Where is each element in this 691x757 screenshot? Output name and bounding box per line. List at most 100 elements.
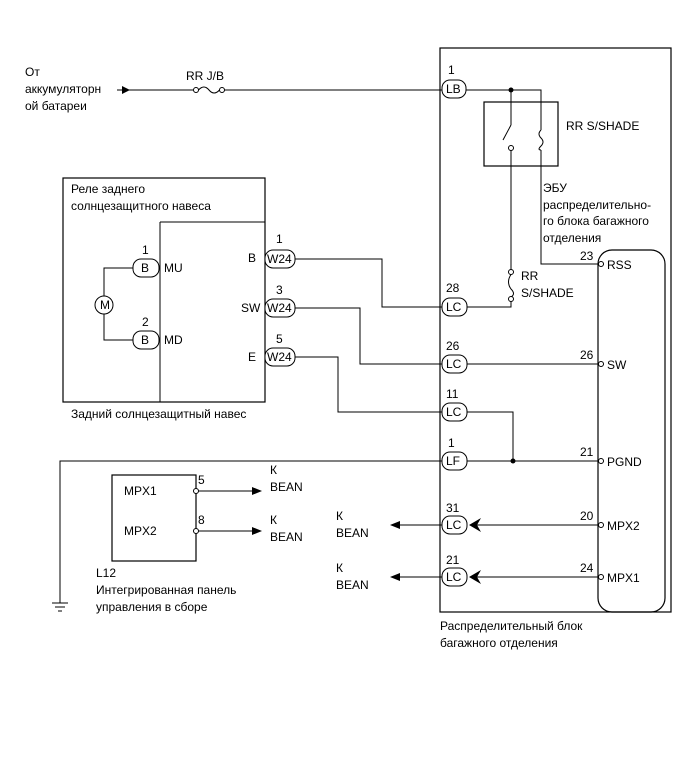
- panel-pin-mpx2-name: MPX2: [124, 524, 157, 538]
- relay-b-connector-2: [132, 330, 160, 350]
- relay-w24-sw-conn: W24: [267, 301, 292, 315]
- jb-lc31-num: 31: [446, 501, 460, 515]
- ecu-pin-rss-num: 23: [580, 249, 594, 263]
- switch-label-line2: S/SHADE: [521, 286, 574, 300]
- jb-lc21-conn: LC: [446, 570, 462, 584]
- switch-label-line1: RR: [521, 269, 539, 283]
- bean-label-lc31: BEAN: [336, 526, 369, 540]
- sunshade-relay-box: [62, 177, 266, 403]
- panel-mpx1-arrow: [252, 487, 262, 495]
- ecu-pin-mpx2-terminal: [598, 522, 604, 528]
- panel-caption-line2: управления в сборе: [96, 600, 208, 614]
- panel-pin-mpx1-num: 5: [198, 473, 205, 487]
- panel-pin-mpx1-name: MPX1: [124, 484, 157, 498]
- battery-arrow: [122, 86, 130, 94]
- source-text-line2: аккумуляторн: [25, 82, 101, 96]
- panel-id: L12: [96, 566, 116, 580]
- jb-lc21-num: 21: [446, 553, 460, 567]
- switch-to-lc28-wire: [467, 301, 512, 308]
- integrated-panel-box: [111, 474, 197, 562]
- ground-wire: [59, 460, 442, 603]
- jb-lf-num: 1: [448, 436, 455, 450]
- jb-lc28-num: 28: [446, 281, 460, 295]
- relay-w24-b-conn: W24: [267, 252, 292, 266]
- relay-w24-sw-name: SW: [241, 301, 261, 315]
- lc21-bean-arrow: [390, 573, 400, 581]
- relay-title-line2: солнцезащитного навеса: [71, 199, 211, 213]
- ground-icon: [52, 602, 68, 612]
- relay-title-line1: Реле заднего: [71, 182, 145, 196]
- rr-sshade-relay-box: [483, 101, 559, 167]
- relay-w24-b-num: 1: [276, 232, 283, 246]
- ecu-pin-sw-terminal: [598, 361, 604, 367]
- fuse-label: RR J/B: [186, 69, 224, 83]
- ecu-label-line3: го блока багажного: [543, 214, 649, 228]
- panel-mpx2-arrow: [252, 527, 262, 535]
- ecu-pin-pgnd-terminal: [598, 458, 604, 464]
- ecu-pin-mpx1-num: 24: [580, 561, 594, 575]
- jb-lb-conn: LB: [446, 82, 461, 96]
- bean-to-lc21: К: [336, 561, 343, 575]
- ecu-pin-rss-terminal: [598, 261, 604, 267]
- source-text-line1: От: [25, 65, 40, 79]
- relay-pin1-name: MU: [164, 261, 183, 275]
- panel-pin-mpx2-num: 8: [198, 513, 205, 527]
- lc11-to-ground-wire: [467, 411, 514, 461]
- motor-icon: M: [94, 295, 114, 315]
- relay-pin2-name: MD: [164, 333, 183, 347]
- relay-pin1-num: 1: [142, 243, 149, 257]
- lc21-chevron-icon: [469, 570, 481, 584]
- panel-mpx2-bean-label: BEAN: [270, 530, 303, 544]
- junction-dot-ground: [510, 458, 516, 464]
- ecu-label-line4: отделения: [543, 231, 601, 245]
- wire-b-to-lc28: [295, 258, 442, 308]
- panel-caption-line1: Интегрированная панель: [96, 583, 236, 597]
- ecu-pin-mpx2-num: 20: [580, 509, 594, 523]
- relay-w24-sw-num: 3: [276, 283, 283, 297]
- relay-w24-b-name: B: [248, 251, 256, 265]
- jb-lc31-conn: LC: [446, 518, 462, 532]
- jb-ecu-box: [597, 249, 666, 613]
- coil-to-rss-wire: [540, 150, 604, 265]
- relay-pin1-conn: B: [141, 261, 149, 275]
- relay-b-connector-1: [132, 258, 160, 278]
- jb-lc26-num: 26: [446, 339, 460, 353]
- bean-to-lc31: К: [336, 509, 343, 523]
- ecu-pin-sw-num: 26: [580, 348, 594, 362]
- bean-label-lc21: BEAN: [336, 578, 369, 592]
- ecu-pin-sw-name: SW: [607, 358, 627, 372]
- ecu-pin-rss-name: RSS: [607, 258, 632, 272]
- junction-block: [439, 47, 672, 613]
- jb-lc26-conn: LC: [446, 357, 462, 371]
- relay-w24-e-name: E: [248, 350, 256, 364]
- jb-lc11-num: 11: [446, 387, 459, 401]
- jb-lc28-conn: LC: [446, 300, 462, 314]
- motor-md-wire: [103, 314, 133, 341]
- panel-mpx1-bean-to: К: [270, 463, 277, 477]
- relay-switch-icon: [502, 124, 514, 151]
- jb-lf-conn: LF: [446, 454, 460, 468]
- ecu-pin-mpx1-name: MPX1: [607, 571, 640, 585]
- panel-pin-mpx2-terminal: [193, 528, 199, 534]
- fuse-icon: [193, 86, 225, 94]
- rr-sshade-switch-icon: [508, 269, 514, 302]
- ecu-label-line2: распределительно-: [543, 198, 651, 212]
- relay-coil-icon: [538, 129, 544, 151]
- relay-pin2-conn: B: [141, 333, 149, 347]
- relay-caption: Задний солнцезащитный навес: [71, 407, 246, 421]
- wire-e-to-lc11: [295, 356, 442, 413]
- motor-mu-wire: [103, 267, 133, 296]
- lb-to-coil-wire: [466, 89, 542, 130]
- jb-lb-num: 1: [448, 63, 455, 77]
- ecu-pin-mpx2-name: MPX2: [607, 519, 640, 533]
- jb-lc28-connector: [441, 297, 468, 317]
- ecu-label-line1: ЭБУ: [543, 181, 567, 195]
- ecu-pin-pgnd-name: PGND: [607, 455, 642, 469]
- panel-pin-mpx1-terminal: [193, 488, 199, 494]
- jb-lb-connector: [441, 79, 467, 99]
- lc31-chevron-icon: [469, 518, 481, 532]
- rr-sshade-relay-label: RR S/SHADE: [566, 119, 639, 133]
- svg-text:M: M: [100, 298, 110, 312]
- jb-lc11-conn: LC: [446, 405, 462, 419]
